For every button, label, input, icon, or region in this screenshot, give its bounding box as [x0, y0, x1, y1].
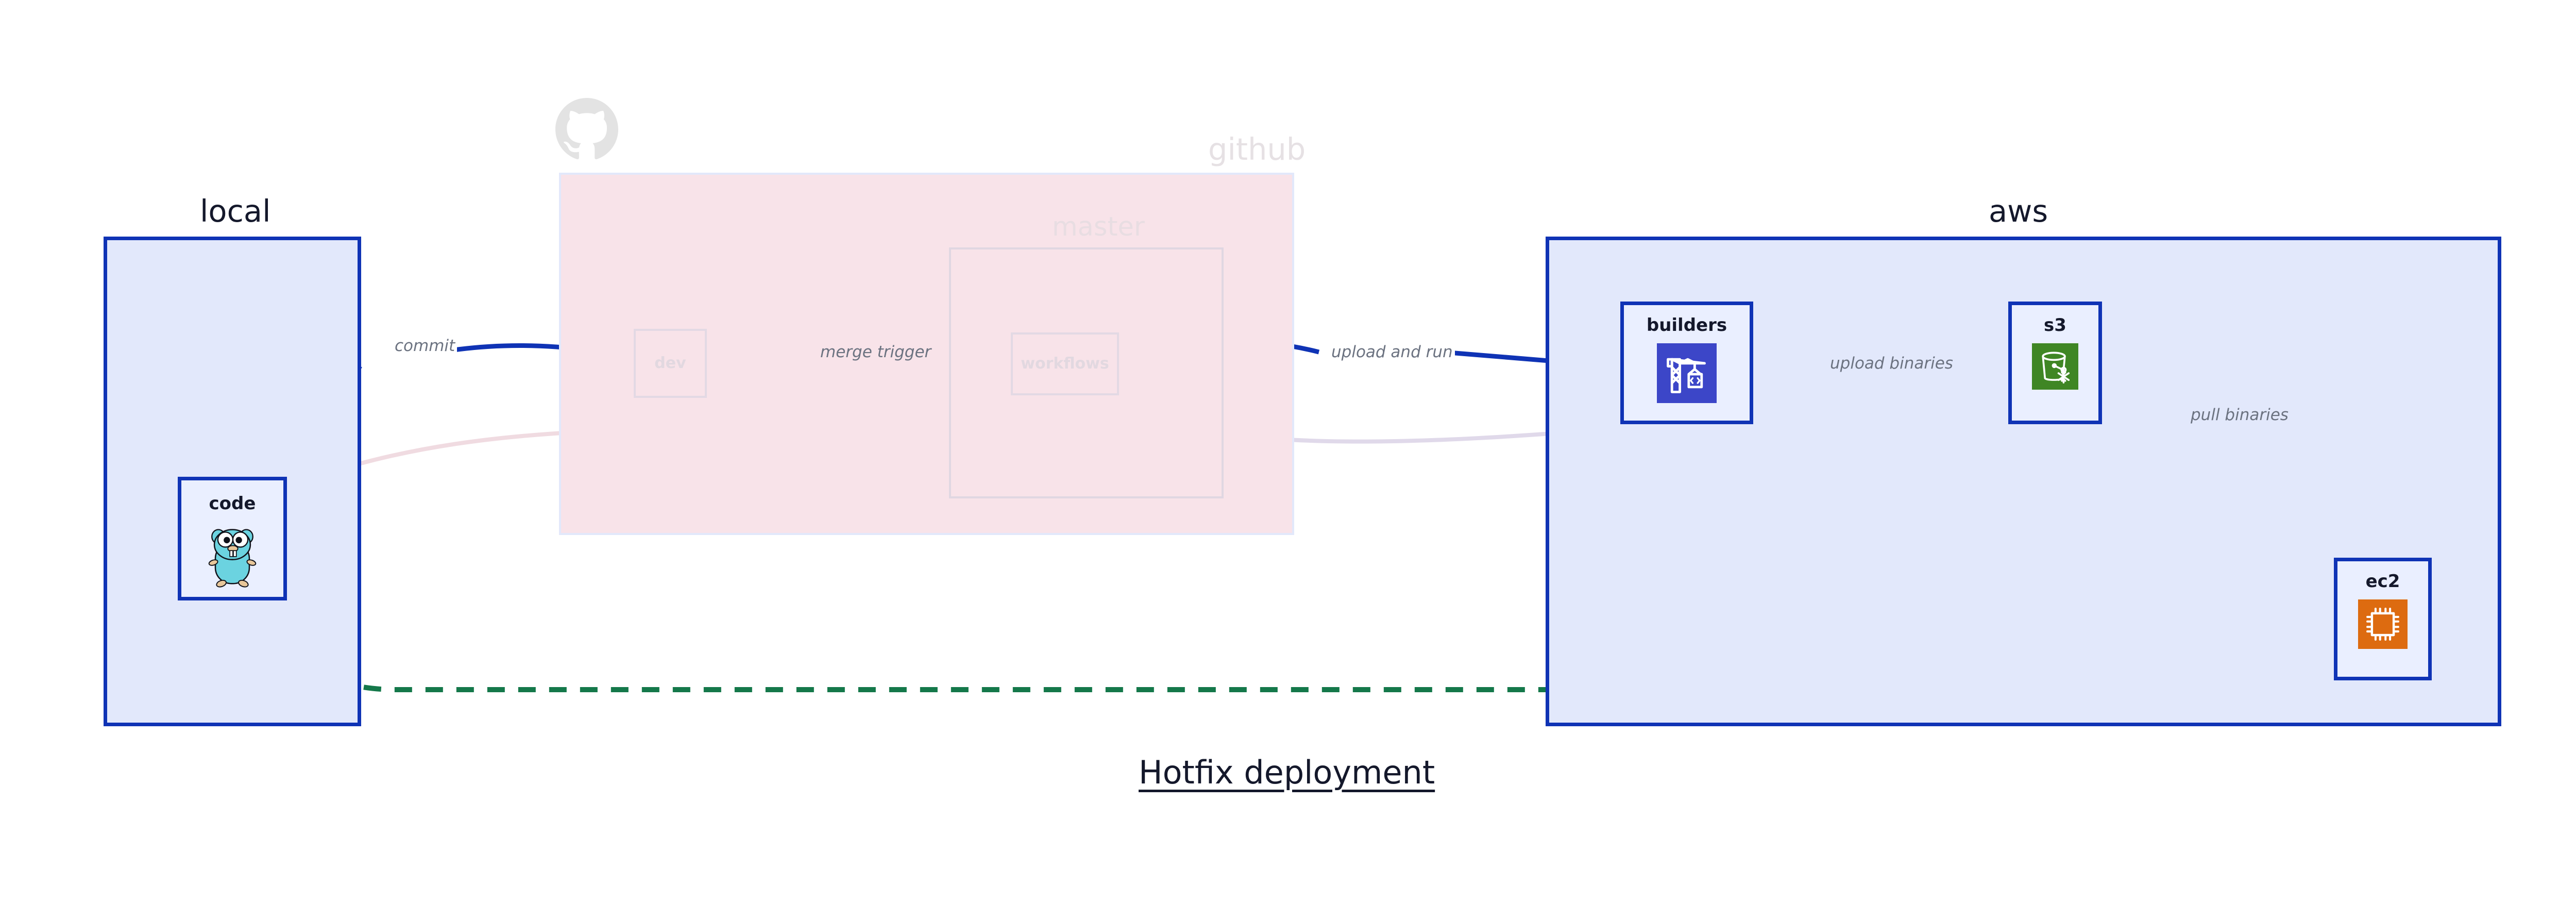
group-github-label: github	[1208, 131, 1306, 167]
edge-label-pull-binaries: pull binaries	[2189, 407, 2291, 423]
node-s3[interactable]: s3	[2008, 302, 2102, 424]
node-code-label: code	[209, 493, 256, 514]
node-ec2[interactable]: ec2	[2334, 558, 2432, 680]
node-workflows-label: workflows	[1021, 355, 1109, 373]
node-s3-label: s3	[2044, 315, 2066, 336]
node-ec2-label: ec2	[2365, 571, 2400, 592]
edge-label-merge-trigger: merge trigger	[818, 344, 934, 360]
node-dev[interactable]: dev	[634, 329, 707, 398]
node-workflows[interactable]: workflows	[1011, 332, 1119, 395]
edge-label-upload-binaries: upload binaries	[1828, 356, 1955, 372]
aws-ec2-icon	[2358, 599, 2408, 649]
group-local-label: local	[200, 193, 271, 229]
go-gopher-icon	[202, 522, 263, 588]
aws-s3-icon	[2032, 343, 2078, 390]
subgroup-master-label: master	[1052, 212, 1145, 242]
node-code[interactable]: code	[178, 477, 287, 600]
edge-label-commit: commit	[393, 338, 457, 354]
edge-label-upload-and-run: upload and run	[1329, 344, 1455, 360]
node-builders[interactable]: builders	[1620, 302, 1753, 424]
node-builders-label: builders	[1646, 315, 1727, 336]
github-octocat-icon	[555, 98, 618, 161]
diagram-title: Hotfix deployment	[1139, 754, 1435, 791]
aws-codebuild-icon	[1657, 343, 1717, 403]
subgroup-master	[949, 247, 1224, 498]
node-dev-label: dev	[654, 354, 686, 372]
group-aws-label: aws	[1989, 193, 2048, 229]
